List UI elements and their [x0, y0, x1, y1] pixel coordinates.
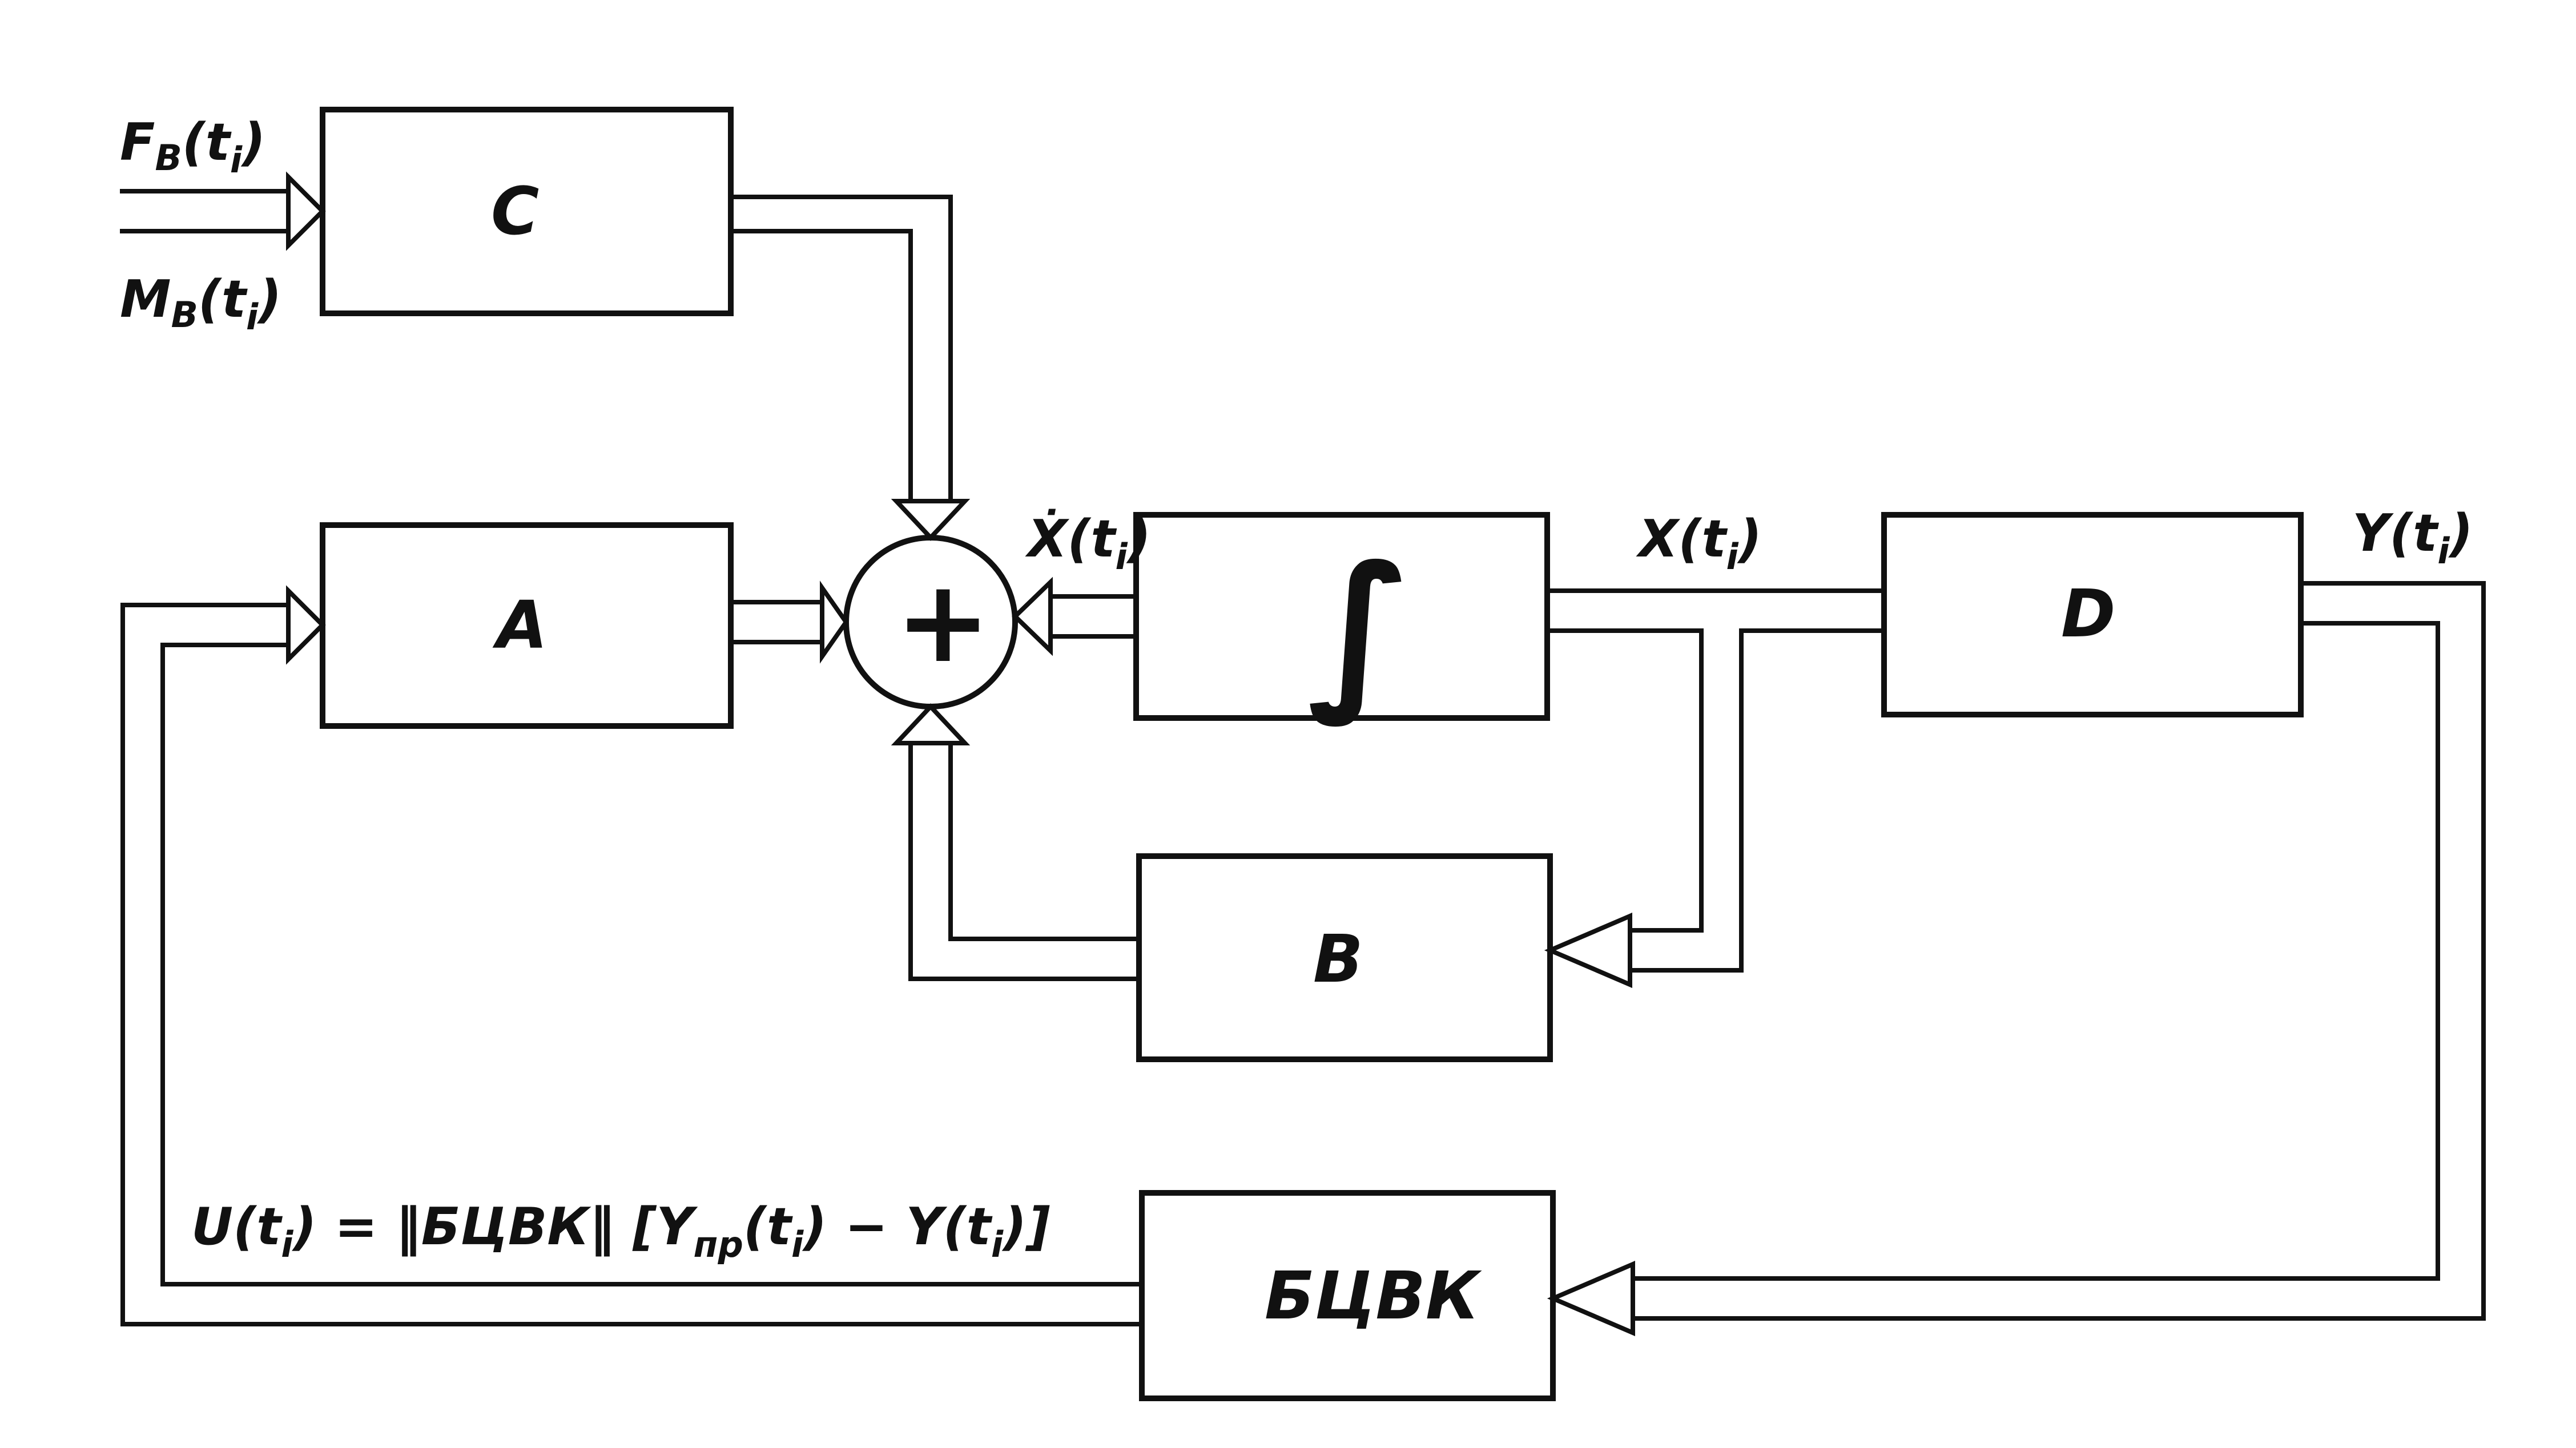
- block-bcvk: [1139, 1190, 1556, 1401]
- block-b: [1136, 853, 1553, 1062]
- pipe-bcvk-to-a: [120, 603, 1142, 1326]
- arrow-into-a: [286, 585, 326, 665]
- input-pipe-to-c: [120, 189, 288, 233]
- pipe-b-to-summator: [908, 742, 1139, 981]
- arrow-into-b: [1544, 912, 1632, 989]
- block-c: [320, 107, 734, 316]
- block-a-label: A: [492, 587, 548, 664]
- pipe-c-to-summator: [731, 195, 953, 502]
- arrow-into-bcvk: [1547, 1260, 1635, 1337]
- block-bcvk-label: БЦВК: [1265, 1258, 1482, 1334]
- integral-symbol: ∫: [1307, 529, 1412, 728]
- label-y: Y(ti): [2352, 503, 2473, 572]
- label-x: X(ti): [1636, 509, 1762, 578]
- pipe-d-to-bcvk: [1633, 581, 2486, 1321]
- pipe-a-to-summator: [731, 600, 822, 644]
- arrow-c-into-summator: [891, 499, 971, 541]
- summator-plus: +: [895, 555, 991, 688]
- label-control-law: U(ti) = ‖БЦВК‖ [Yпр(ti) − Y(ti)]: [191, 1197, 1050, 1265]
- block-d: [1881, 512, 2304, 717]
- block-b-label: B: [1313, 921, 1363, 998]
- block-d-label: D: [2061, 576, 2115, 652]
- pipe-integrator-to-d: [1547, 588, 1884, 973]
- block-integrator: [1133, 512, 1550, 721]
- pipe-integrator-to-summator: [1050, 594, 1136, 639]
- block-c-label: C: [491, 174, 539, 250]
- arrow-b-into-summator: [891, 703, 971, 745]
- arrow-a-into-summator: [820, 580, 849, 664]
- block-a: [320, 522, 734, 729]
- arrow-integrator-into-summator: [1012, 576, 1053, 656]
- label-mb: MB(ti): [120, 269, 281, 338]
- label-fb: FB(ti): [120, 112, 265, 181]
- arrow-into-c: [286, 171, 326, 251]
- label-xdot: Ẋ(ti): [1025, 509, 1151, 578]
